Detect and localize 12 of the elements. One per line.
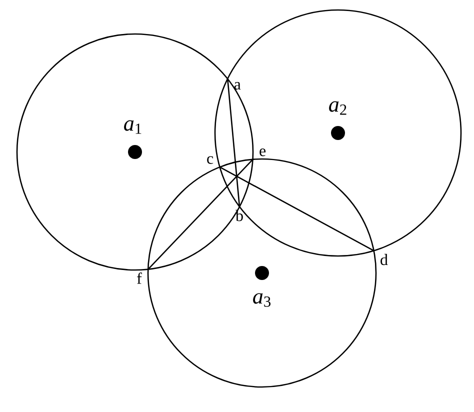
center-point: a$_{1}$: [124, 120, 142, 159]
point-label: c: [207, 156, 214, 164]
point-label: e: [260, 148, 266, 156]
point-label: a: [234, 82, 241, 90]
center-point: a$_{3}$: [253, 266, 270, 307]
center-point: a$_{2}$: [329, 101, 346, 140]
node-label: a$_{2}$: [329, 101, 346, 115]
line: [148, 158, 254, 270]
node-label: a$_{1}$: [124, 120, 142, 134]
point-label: f: [137, 272, 142, 284]
point-label: d: [380, 254, 388, 266]
node-label: a$_{3}$: [253, 293, 271, 307]
